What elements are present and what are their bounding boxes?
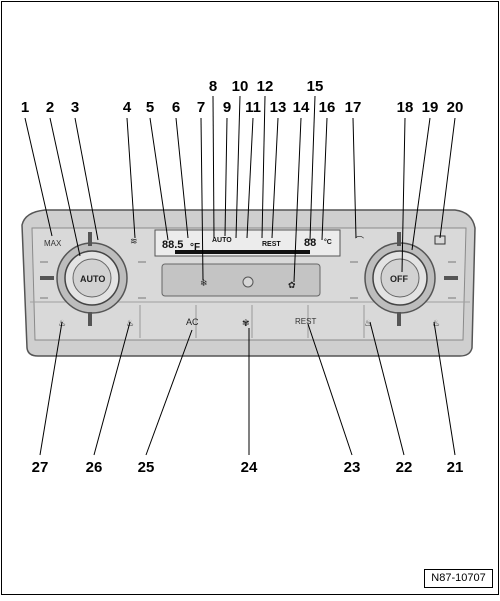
display-fan-bar xyxy=(175,250,310,254)
center-sensor xyxy=(242,276,254,288)
callout-25: 25 xyxy=(138,459,155,476)
air-distribution-icon: ❄ xyxy=(200,278,208,288)
display-right-temp: 88 xyxy=(304,237,316,249)
off-knob-label: OFF xyxy=(390,274,408,284)
callout-4: 4 xyxy=(123,99,132,116)
display-right-unit: °C xyxy=(324,238,332,246)
right-seat-vent-icon[interactable]: ♨ xyxy=(364,318,372,328)
callout-10: 10 xyxy=(232,78,249,95)
max-defrost-label: MAX xyxy=(44,239,62,248)
callout-6: 6 xyxy=(172,99,180,116)
callout-14: 14 xyxy=(293,99,310,116)
callout-12: 12 xyxy=(257,78,274,95)
callout-21: 21 xyxy=(447,459,464,476)
callout-1: 1 xyxy=(21,99,29,116)
top-callouts: 1 2 3 4 5 6 7 8 9 10 11 12 13 14 15 16 1… xyxy=(21,78,464,116)
auto-knob-label: AUTO xyxy=(80,274,105,284)
callout-13: 13 xyxy=(270,99,287,116)
callout-3: 3 xyxy=(71,99,79,116)
recirculation-icon[interactable]: ⌒ xyxy=(355,236,364,246)
callout-24: 24 xyxy=(241,459,258,476)
bottom-callouts: 27 26 25 24 23 22 21 xyxy=(32,459,464,476)
rest-button[interactable]: REST xyxy=(295,317,316,326)
callout-23: 23 xyxy=(344,459,361,476)
control-panel: 88.5 °F AUTO REST 88 °C ❄ ✿ AUTO MAX ≋ xyxy=(21,209,476,357)
left-temperature-knob[interactable] xyxy=(40,232,128,326)
callout-11: 11 xyxy=(245,99,261,116)
callout-9: 9 xyxy=(223,99,231,116)
callout-2: 2 xyxy=(46,99,54,116)
callout-15: 15 xyxy=(307,78,324,95)
callout-7: 7 xyxy=(197,99,205,116)
callout-8: 8 xyxy=(209,78,217,95)
callout-19: 19 xyxy=(422,99,439,116)
reference-code: N87-10707 xyxy=(424,569,493,588)
display-rest: REST xyxy=(262,241,281,248)
callout-5: 5 xyxy=(146,99,154,116)
indicator-ticks xyxy=(40,261,456,299)
callout-17: 17 xyxy=(345,99,362,116)
top-leader-lines xyxy=(24,95,456,283)
bottom-leader-lines xyxy=(39,321,456,456)
display-auto: AUTO xyxy=(212,237,232,244)
display-left-temp: 88.5 xyxy=(162,239,183,251)
callout-22: 22 xyxy=(396,459,413,476)
callout-18: 18 xyxy=(397,99,414,116)
callout-26: 26 xyxy=(86,459,103,476)
bottom-button-row xyxy=(139,305,365,338)
rear-defrost-icon[interactable]: ≋ xyxy=(130,236,138,246)
ac-button[interactable]: AC xyxy=(186,317,199,327)
display-unit: °F xyxy=(190,242,200,253)
footwell-fan-icon[interactable]: ✾ xyxy=(242,318,250,328)
fan-icon: ✿ xyxy=(288,280,296,290)
callout-20: 20 xyxy=(447,99,464,116)
callout-16: 16 xyxy=(319,99,336,116)
center-recess xyxy=(161,263,321,297)
right-seat-heat-icon[interactable]: ♨ xyxy=(432,318,440,328)
right-temperature-knob[interactable] xyxy=(364,232,458,326)
callout-27: 27 xyxy=(32,459,49,476)
